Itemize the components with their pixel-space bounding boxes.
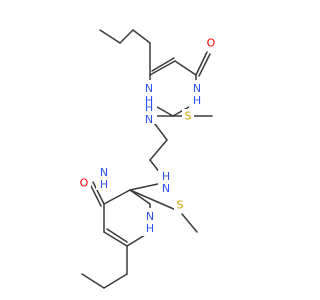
bond: [198, 53, 211, 77]
bond: [103, 231, 128, 247]
atom-label-line: H: [145, 101, 153, 114]
bond: [181, 213, 198, 233]
top-sulfur-label: S: [185, 110, 192, 123]
bottom-carbonyl-oxygen-label: O: [80, 177, 89, 190]
atom-label-line: N: [145, 82, 153, 95]
bond: [129, 189, 177, 211]
atom-label-line: N: [193, 82, 201, 95]
bond: [149, 60, 176, 76]
bottom-sulfur-label: S: [177, 199, 184, 212]
atom-label-line: H: [100, 178, 108, 191]
atom-label-line: H: [162, 170, 170, 183]
atom-label-line: N: [100, 166, 108, 179]
atom-label-line: N: [162, 182, 170, 195]
atom-label-line: N: [146, 210, 154, 223]
bond: [195, 51, 208, 76]
atom-label-line: H: [193, 94, 201, 107]
atom-label-line: H: [146, 222, 154, 235]
bond: [92, 181, 105, 205]
bond: [89, 183, 102, 207]
bond: [81, 273, 105, 289]
bond: [151, 57, 175, 72]
atom-label-line: N: [145, 113, 153, 126]
bond: [99, 29, 121, 44]
bond: [119, 29, 134, 44]
bond: [174, 60, 197, 76]
bond: [103, 273, 128, 289]
bond: [149, 139, 168, 161]
bond-layer: [81, 29, 213, 289]
bond: [103, 189, 131, 205]
bond: [129, 189, 151, 205]
bond: [106, 228, 128, 243]
bond: [132, 29, 151, 44]
top-carbonyl-oxygen-label: O: [207, 37, 216, 50]
atom-label-line: H: [145, 94, 153, 107]
